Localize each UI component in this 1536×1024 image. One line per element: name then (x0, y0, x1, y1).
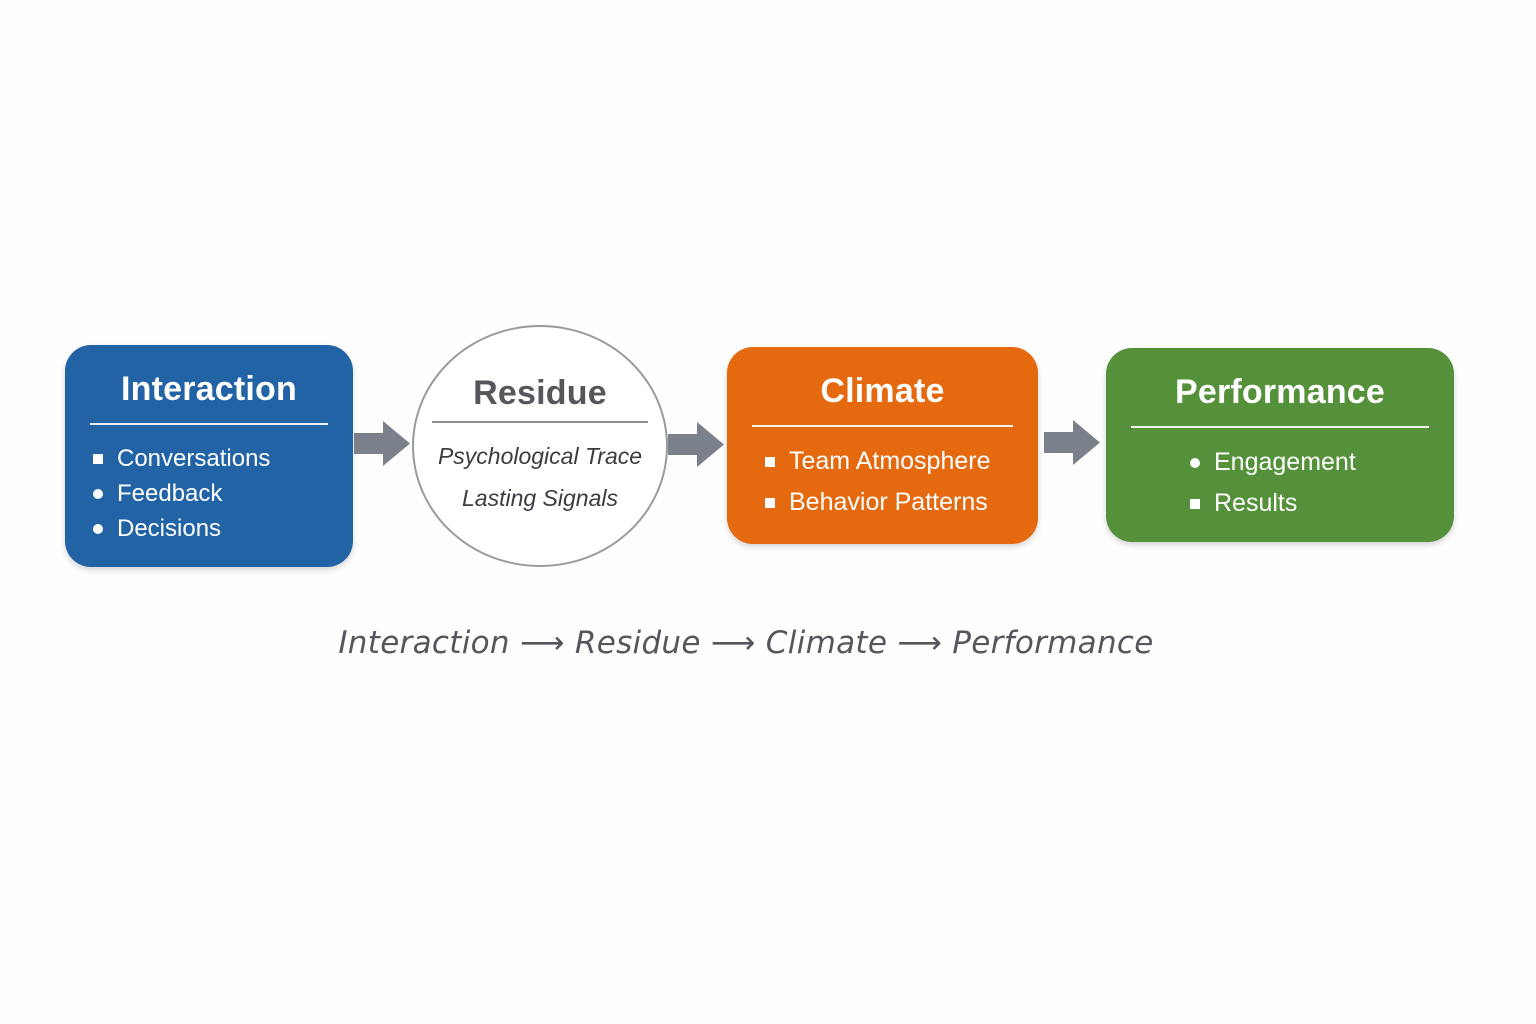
flow-arrow-2 (668, 422, 724, 467)
bullet-dot-icon (1190, 457, 1200, 468)
list-item-label: Lasting Signals (462, 484, 618, 511)
list-item-label: Behavior Patterns (789, 488, 988, 516)
list-item: Team Atmosphere (765, 441, 1038, 482)
node-interaction-title: Interaction (120, 370, 297, 408)
list-item: Results (1190, 483, 1454, 524)
list-item-label: Team Atmosphere (789, 447, 991, 475)
list-item-label: Conversations (117, 445, 271, 472)
bullet-dot-icon (93, 488, 103, 499)
list-item-label: Feedback (117, 480, 223, 507)
arrow-right-icon (354, 421, 410, 466)
bullet-square-icon (1190, 498, 1200, 509)
title-divider (432, 421, 648, 423)
title-divider (1131, 426, 1429, 428)
list-item: Lasting Signals (414, 477, 666, 519)
list-item: Engagement (1190, 442, 1454, 483)
list-item: Feedback (93, 476, 353, 511)
list-item-label: Psychological Trace (437, 442, 643, 469)
title-divider (90, 423, 328, 425)
node-climate-title: Climate (820, 372, 945, 410)
node-residue-title: Residue (473, 374, 607, 412)
bullet-dot-icon (93, 523, 103, 534)
flow-arrow-3 (1044, 420, 1100, 465)
list-item-label: Results (1214, 489, 1298, 517)
bullet-square-icon (765, 497, 775, 508)
list-item: Decisions (93, 511, 353, 546)
node-performance-title: Performance (1174, 373, 1386, 411)
bullet-square-icon (93, 453, 103, 464)
list-item: Psychological Trace (414, 435, 666, 477)
list-item-label: Engagement (1214, 448, 1356, 476)
flow-arrow-1 (354, 421, 410, 466)
list-item-label: Decisions (117, 515, 222, 542)
arrow-right-icon (668, 422, 724, 467)
list-item: Behavior Patterns (765, 482, 1038, 523)
arrow-right-icon (1044, 420, 1100, 465)
list-item: Conversations (93, 441, 353, 476)
bullet-square-icon (765, 456, 775, 467)
flow-caption: Interaction ⟶ Residue ⟶ Climate ⟶ Perfor… (338, 625, 1154, 661)
title-divider (752, 425, 1013, 427)
